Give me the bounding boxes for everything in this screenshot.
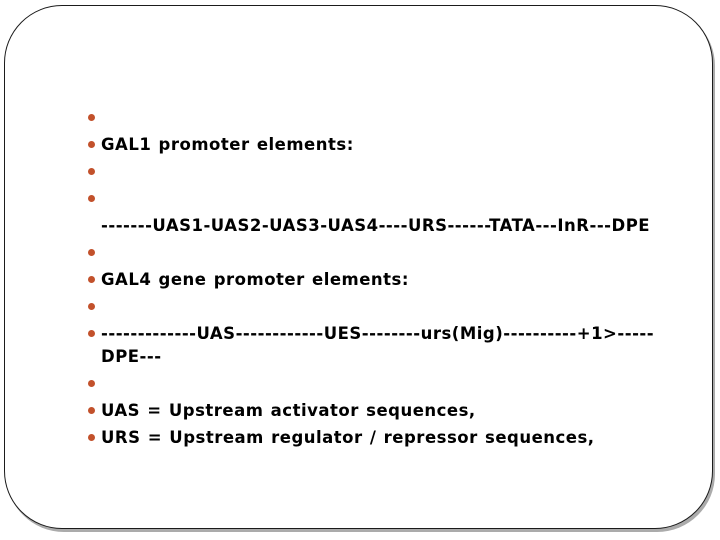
- slide-border-frame: [4, 5, 713, 529]
- bullet-icon: [88, 114, 95, 121]
- bullet-icon: [88, 303, 95, 310]
- bullet-item: [88, 106, 656, 129]
- bullet-item: [88, 372, 656, 395]
- bullet-icon: [88, 168, 95, 175]
- bullet-item: GAL1 promoter elements:: [88, 133, 656, 156]
- bullet-item: [88, 295, 656, 318]
- bullet-item: [88, 160, 656, 183]
- bullet-icon: [88, 249, 95, 256]
- bullet-icon: [88, 330, 95, 337]
- bullet-item: -------------UAS------------UES--------u…: [88, 322, 656, 368]
- bullet-text-line2: DPE---: [101, 347, 162, 366]
- bullet-item: UAS = Upstream activator sequences,: [88, 399, 656, 422]
- bullet-item: [88, 187, 656, 210]
- bullet-icon: [88, 276, 95, 283]
- bullet-text: -------UAS1-UAS2-UAS3-UAS4----URS------T…: [101, 216, 651, 235]
- bullet-text: GAL4 gene promoter elements:: [101, 270, 409, 289]
- bullet-icon: [88, 141, 95, 148]
- bullet-item: GAL4 gene promoter elements:: [88, 268, 656, 291]
- bullet-text-line1: -------------UAS------------UES--------u…: [101, 324, 655, 343]
- bullet-icon: [88, 195, 95, 202]
- bullet-item-continuation: -------UAS1-UAS2-UAS3-UAS4----URS------T…: [88, 214, 656, 237]
- bullet-icon: [88, 434, 95, 441]
- bullet-icon: [88, 380, 95, 387]
- bullet-item: URS = Upstream regulator / repressor seq…: [88, 426, 656, 449]
- bullet-item: [88, 241, 656, 264]
- bullet-text: -------------UAS------------UES--------u…: [101, 322, 654, 368]
- bullet-icon: [88, 407, 95, 414]
- bullet-text: UAS = Upstream activator sequences,: [101, 401, 476, 420]
- bullet-text: GAL1 promoter elements:: [101, 135, 354, 154]
- bullet-text: URS = Upstream regulator / repressor seq…: [101, 428, 595, 447]
- bullet-list: GAL1 promoter elements: -------UAS1-UAS2…: [88, 106, 656, 453]
